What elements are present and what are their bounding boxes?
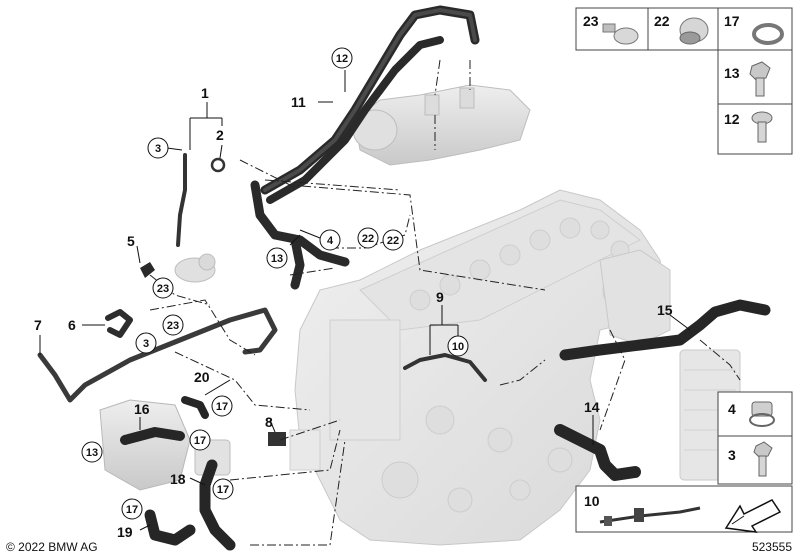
svg-text:22: 22 — [387, 235, 399, 247]
callout-20: 20 — [194, 369, 210, 385]
plain-callouts: 1 2 5 6 7 11 9 15 20 16 8 18 19 14 — [34, 85, 673, 540]
callout-8: 8 — [265, 414, 273, 430]
callout-9: 9 — [436, 289, 444, 305]
callout-17-c: 17 — [212, 478, 234, 500]
legend-item-23: 23 — [583, 13, 639, 45]
plug-part — [268, 432, 286, 446]
dash-lines — [149, 59, 741, 546]
svg-text:4: 4 — [728, 401, 736, 417]
circled-callouts: 3 23 23 3 12 4 22 22 13 10 17 17 13 17 1… — [81, 47, 469, 520]
sensor-bracket — [140, 262, 155, 278]
svg-text:23: 23 — [583, 13, 599, 29]
svg-text:12: 12 — [336, 53, 348, 65]
legend-item-12: 12 — [724, 111, 773, 143]
svg-text:12: 12 — [724, 111, 740, 127]
callout-23-top: 23 — [152, 277, 174, 299]
svg-text:4: 4 — [327, 235, 334, 247]
callout-4: 4 — [319, 229, 341, 251]
svg-text:17: 17 — [216, 401, 228, 413]
svg-text:23: 23 — [167, 320, 179, 332]
callout-15: 15 — [657, 302, 673, 318]
legend-item-22: 22 — [654, 13, 709, 45]
svg-text:17: 17 — [126, 504, 138, 516]
leader-lines — [39, 70, 691, 531]
callout-1: 1 — [201, 85, 209, 101]
svg-text:17: 17 — [194, 435, 206, 447]
hex-bolt-icon — [749, 61, 771, 97]
copyright-text: © 2022 BMW AG — [6, 540, 98, 554]
callout-11: 11 — [291, 94, 306, 110]
callout-13-top: 13 — [266, 247, 288, 269]
diagram-number: 523555 — [751, 540, 792, 554]
legend-item-10: 10 — [584, 493, 701, 526]
legend-item-4: 4 — [728, 401, 775, 427]
svg-text:13: 13 — [724, 65, 740, 81]
svg-text:17: 17 — [217, 484, 229, 496]
callout-19: 19 — [117, 524, 133, 540]
svg-text:10: 10 — [584, 493, 600, 509]
svg-text:23: 23 — [157, 283, 169, 295]
oil-cooler-module — [599, 249, 741, 481]
hose-clip-icon — [749, 401, 775, 427]
hose-clamp-icon — [602, 23, 639, 45]
callout-10: 10 — [447, 335, 469, 357]
spring-clamp-icon — [752, 23, 784, 45]
svg-text:22: 22 — [362, 233, 374, 245]
svg-text:13: 13 — [86, 447, 98, 459]
callout-23-bottom: 23 — [162, 314, 184, 336]
callout-14: 14 — [584, 399, 600, 415]
svg-text:13: 13 — [271, 253, 283, 265]
callout-16: 16 — [134, 401, 150, 417]
callout-17-a: 17 — [211, 395, 233, 417]
legend-item-13: 13 — [724, 61, 771, 97]
callout-18: 18 — [170, 471, 186, 487]
egr-module — [352, 84, 531, 166]
svg-text:10: 10 — [452, 341, 464, 353]
callout-13-bottom: 13 — [81, 441, 103, 463]
svg-text:3: 3 — [143, 338, 149, 350]
callout-22-a: 22 — [357, 227, 379, 249]
callout-2: 2 — [216, 127, 224, 143]
svg-text:22: 22 — [654, 13, 670, 29]
hex-bolt-icon — [753, 441, 773, 477]
legend-item-3: 3 — [728, 441, 773, 477]
legend-table-top: 23 22 17 13 12 — [575, 7, 793, 155]
svg-text:17: 17 — [724, 13, 740, 29]
callout-22-b: 22 — [382, 229, 404, 251]
legend-item-17: 17 — [724, 13, 784, 45]
seal-ring-icon — [210, 157, 226, 173]
callout-5: 5 — [127, 233, 135, 249]
svg-text:3: 3 — [155, 143, 161, 155]
callout-17-d: 17 — [121, 498, 143, 520]
direction-arrow-icon — [724, 499, 782, 533]
coolant-hoses — [37, 5, 771, 551]
hose-connector-icon — [679, 17, 709, 45]
callout-7: 7 — [34, 317, 42, 333]
small-parts — [140, 157, 286, 446]
cable-tie-icon — [599, 506, 701, 526]
torx-bolt-icon — [751, 111, 773, 143]
callout-17-b: 17 — [189, 429, 211, 451]
callout-6: 6 — [68, 317, 76, 333]
callout-12: 12 — [331, 47, 353, 69]
callout-3-top: 3 — [147, 137, 169, 159]
svg-text:3: 3 — [728, 447, 736, 463]
callout-3-bottom: 3 — [135, 332, 157, 354]
thermostat-housing — [174, 253, 216, 283]
legend-table-bottom: 4 3 10 — [575, 391, 793, 533]
